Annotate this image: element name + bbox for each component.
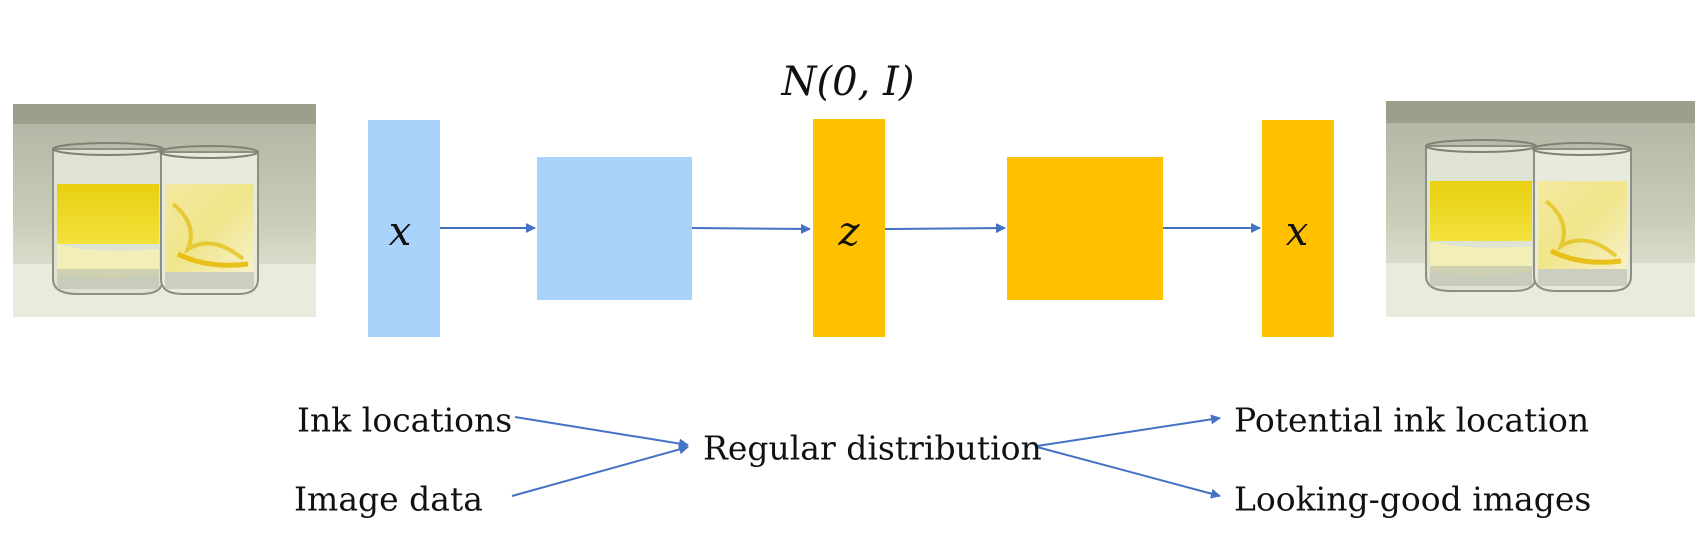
latent-z-symbol: z (838, 209, 860, 255)
output-photo-ink-glasses (1386, 101, 1695, 317)
regular-distribution-label: Regular distribution (703, 428, 1042, 468)
latent-z-block (813, 119, 885, 337)
arrow-image-data-to-distribution (511, 444, 689, 497)
arrow-distribution-to-looking-good (1036, 446, 1221, 499)
potential-ink-location-label: Potential ink location (1234, 400, 1590, 440)
arrow-encoder-to-z (691, 223, 811, 234)
looking-good-images-label: Looking-good images (1234, 479, 1592, 519)
input-x-block (368, 120, 440, 337)
input-x-symbol: x (388, 209, 412, 255)
image-data-label: Image data (294, 479, 483, 519)
input-photo-ink-glasses (13, 104, 316, 317)
output-x-block (1262, 120, 1334, 337)
encoder-block (537, 157, 692, 300)
ink-locations-label: Ink locations (297, 400, 513, 440)
decoder-block (1007, 157, 1163, 300)
arrow-z-to-decoder (884, 223, 1006, 234)
arrow-distribution-to-potential-ink (1036, 414, 1221, 447)
arrow-ink-locations-to-distribution (514, 416, 689, 449)
prior-distribution-label: N(0, I) (781, 59, 915, 105)
output-x-symbol: x (1285, 209, 1309, 255)
